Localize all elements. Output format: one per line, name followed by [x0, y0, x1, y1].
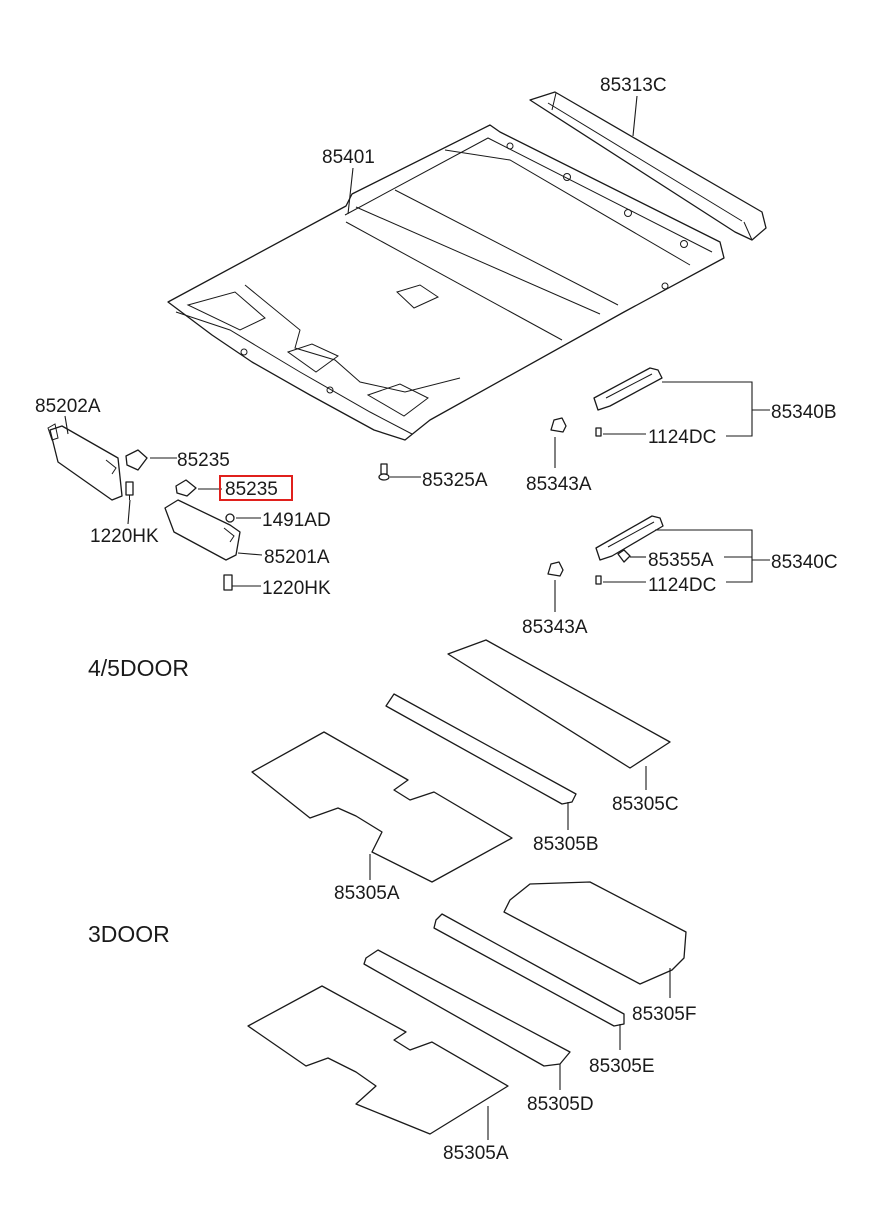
screw-1220HK-lower — [223, 574, 233, 591]
label-85305C[interactable]: 85305C — [612, 794, 679, 815]
label-85343A-lower[interactable]: 85343A — [522, 617, 588, 638]
label-85325A[interactable]: 85325A — [422, 470, 488, 491]
headliner-85401 — [167, 124, 725, 441]
section-title-4-5door: 4/5DOOR — [88, 655, 189, 681]
label-85343A-upper[interactable]: 85343A — [526, 474, 592, 495]
label-85235-upper[interactable]: 85235 — [177, 450, 230, 471]
screw-1124DC-lower — [595, 575, 602, 585]
sun-visor-85201A — [164, 499, 241, 561]
label-1220HK-lower[interactable]: 1220HK — [262, 578, 331, 599]
label-85355A[interactable]: 85355A — [648, 550, 714, 571]
label-85202A[interactable]: 85202A — [35, 396, 101, 417]
label-85313C[interactable]: 85313C — [600, 75, 667, 96]
cover-85355A — [617, 549, 631, 563]
label-85305F[interactable]: 85305F — [632, 1004, 696, 1025]
clip-85235-upper — [125, 449, 148, 471]
label-85340C[interactable]: 85340C — [771, 552, 838, 573]
pad-85305A-3door — [247, 985, 509, 1135]
label-85305B[interactable]: 85305B — [533, 834, 599, 855]
label-85340B[interactable]: 85340B — [771, 402, 837, 423]
pad-85305F — [503, 881, 687, 985]
rear-roof-rail-85313C — [529, 91, 767, 241]
pad-85305E — [433, 913, 625, 1027]
label-85401[interactable]: 85401 — [322, 147, 375, 168]
label-85305A-45door[interactable]: 85305A — [334, 883, 400, 904]
label-85305E[interactable]: 85305E — [589, 1056, 655, 1077]
highlight-box — [219, 475, 293, 501]
cap-85343A-lower — [547, 561, 564, 577]
sun-visor-85202A — [47, 423, 123, 501]
leader-lines — [64, 95, 770, 1140]
pad-85305C — [447, 639, 671, 769]
screw-85325A — [378, 463, 390, 481]
label-1124DC-lower[interactable]: 1124DC — [648, 575, 716, 596]
label-85305A-3door[interactable]: 85305A — [443, 1143, 509, 1164]
section-title-3door: 3DOOR — [88, 921, 170, 947]
assist-grip-85340B — [593, 367, 663, 411]
screw-1220HK-upper — [125, 481, 134, 500]
label-1124DC-upper[interactable]: 1124DC — [648, 427, 716, 448]
assist-grip-85340C — [595, 515, 664, 561]
cap-85343A-upper — [550, 417, 567, 433]
label-1220HK-upper[interactable]: 1220HK — [90, 526, 159, 547]
label-85305D[interactable]: 85305D — [527, 1094, 594, 1115]
clip-85235-lower — [175, 479, 197, 497]
pad-85305A-45door — [251, 731, 513, 883]
label-85235-lower[interactable]: 85235 — [225, 479, 278, 500]
screw-1124DC-upper — [595, 427, 602, 437]
label-85201A[interactable]: 85201A — [264, 547, 330, 568]
pad-85305B — [385, 693, 577, 805]
bolt-1491AD — [225, 513, 235, 523]
label-1491AD[interactable]: 1491AD — [262, 510, 331, 531]
